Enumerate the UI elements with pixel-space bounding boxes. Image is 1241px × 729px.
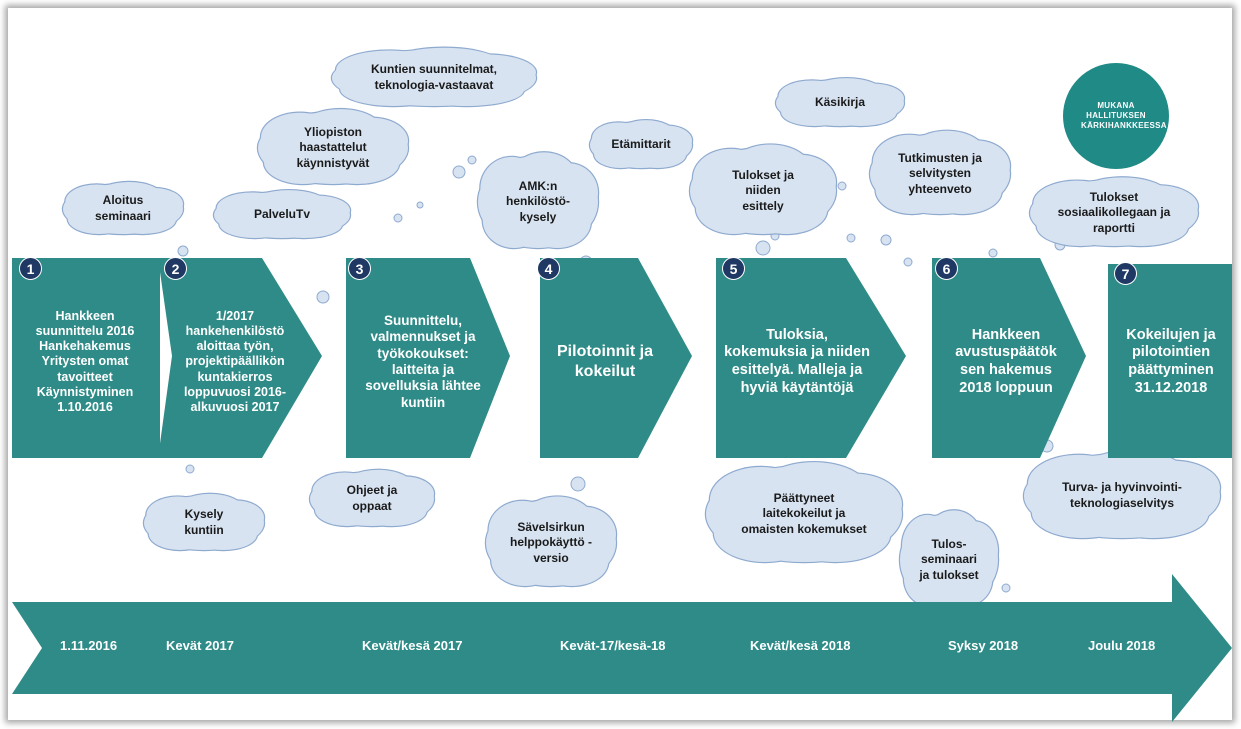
cloud-shape-1 <box>61 180 185 236</box>
thought-bubble <box>988 248 998 258</box>
timeline-label-6: Syksy 2018 <box>948 638 1019 653</box>
phase-5-number: 5 <box>722 257 745 280</box>
cloud-shape-11 <box>142 492 266 552</box>
thought-bubble <box>570 476 586 492</box>
thought-bubble <box>837 181 847 191</box>
thought-bubble <box>393 213 403 223</box>
cloud-turva-hyvinvointi-teknologiaselvitys: Turva- ja hyvinvointi-teknologiaselvitys <box>1062 480 1182 510</box>
cloud-shape-7 <box>688 143 838 236</box>
thought-bubble <box>903 257 913 267</box>
timeline-label-5: Kevät/kesä 2018 <box>750 638 851 653</box>
cloud-tutkimusten-yhteenveto: Tutkimusten ja selvitysten yhteenveto <box>898 150 982 196</box>
cloud-shapes <box>61 46 1222 608</box>
phase-5-text: Tuloksia, kokemuksia ja niiden esittelyä… <box>724 326 870 396</box>
phase-7-number: 7 <box>1114 262 1137 285</box>
timeline-label-3: Kevät/kesä 2017 <box>362 638 463 653</box>
cloud-aloitus-seminaari: Aloitus seminaari <box>94 193 152 223</box>
thought-bubble <box>846 233 856 243</box>
phase-1-shape <box>12 258 160 458</box>
cloud-shape-6 <box>588 118 694 170</box>
cloud-shape-5 <box>476 151 600 250</box>
timeline-label-4: Kevät-17/kesä-18 <box>560 638 666 653</box>
cloud-tulokset-sosiaalikollegaan: Tulokset sosiaalikollegaan ja raportti <box>1057 189 1171 235</box>
timeline-arrow <box>12 574 1232 722</box>
badge-text: MUKANA HALLITUKSEN KÄRKIHANKKEESSA <box>1081 101 1167 130</box>
phase-4-text: Pilotoinnit ja kokeilut <box>557 343 653 380</box>
phase-4-shape <box>540 258 692 458</box>
cloud-shape-8 <box>774 76 906 128</box>
phase-3-number: 3 <box>348 257 371 280</box>
cloud-shape-4 <box>330 46 538 108</box>
cloud-shape-9 <box>868 129 1012 216</box>
cloud-shape-15 <box>898 509 1000 608</box>
phase-7-shape <box>1108 264 1232 458</box>
phase-3-shape <box>346 258 510 458</box>
thought-bubble <box>452 165 466 179</box>
cloud-shape-2 <box>212 188 352 240</box>
timeline-label-1: 1.11.2016 <box>60 638 118 653</box>
cloud-shape-13 <box>484 495 618 588</box>
cloud-yliopiston-haastattelut: Yliopiston haastattelut käynnistyvät <box>296 124 370 170</box>
cloud-shape-10 <box>1028 176 1200 248</box>
phase-2-number: 2 <box>164 257 187 280</box>
cloud-shape-16 <box>1022 449 1222 540</box>
phase-6-shape <box>932 258 1086 458</box>
thought-bubble <box>1001 583 1011 593</box>
timeline-label-7: Joulu 2018 <box>1088 638 1156 653</box>
thought-bubble <box>416 201 424 209</box>
cloud-kysely-kuntiin: Kysely kuntiin <box>184 507 224 537</box>
cloud-tulos-seminaari: Tulos-seminaari ja tulokset <box>919 536 979 582</box>
government-spearhead-badge: MUKANA HALLITUKSEN KÄRKIHANKKEESSA <box>1063 63 1169 169</box>
phase-7-text: Kokeilujen ja pilotointien päättyminen 3… <box>1126 326 1216 396</box>
cloud-etamittarit: Etämittarit <box>611 137 671 152</box>
timeline-label-2: Kevät 2017 <box>166 638 234 653</box>
thought-bubble <box>185 464 195 474</box>
phase-6-number: 6 <box>935 257 958 280</box>
thought-bubble <box>467 155 477 165</box>
cloud-shape-3 <box>256 107 410 186</box>
phase-6-text: Hankkeen avustuspäätök sen hakemus 2018 … <box>955 326 1057 396</box>
cloud-kuntien-suunnitelmat: Kuntien suunnitelmat, teknologia-vastaav… <box>371 62 497 92</box>
thought-bubble <box>880 234 892 246</box>
phase-2-shape <box>158 258 322 458</box>
thought-bubble <box>316 290 330 304</box>
phase-4-number: 4 <box>537 257 560 280</box>
cloud-shape-14 <box>704 460 904 564</box>
phase-3-text: Suunnittelu, valmennukset ja työkokoukse… <box>365 312 481 410</box>
phase-2-text: 1/2017 hankehenkilöstö aloittaa työn, pr… <box>183 308 287 415</box>
thought-bubble <box>755 240 771 256</box>
phase-5-shape <box>716 258 906 458</box>
cloud-shape-12 <box>308 468 436 528</box>
cloud-amk-henkilostokysely: AMK:n henkilöstö-kysely <box>505 178 570 224</box>
phase-1-text: Hankkeen suunnittelu 2016 Hankehakemus Y… <box>35 308 135 415</box>
cloud-ohjeet-ja-oppaat: Ohjeet ja oppaat <box>346 483 398 513</box>
phase-1-number: 1 <box>19 257 42 280</box>
cloud-palvelutv: PalveluTv <box>253 207 311 222</box>
cloud-savelsirkun-helppokayttoversio: Sävelsirkun helppokäyttö -versio <box>509 519 592 565</box>
cloud-paattyneet-laitekokeilut: Päättyneet laitekokeilut ja omaisten kok… <box>741 490 867 536</box>
cloud-kasikirja: Käsikirja <box>814 95 866 110</box>
thought-bubble <box>177 245 189 257</box>
phase-shapes <box>12 258 1232 458</box>
cloud-tulokset-ja-niiden-esittely: Tulokset ja niiden esittely <box>732 167 794 213</box>
